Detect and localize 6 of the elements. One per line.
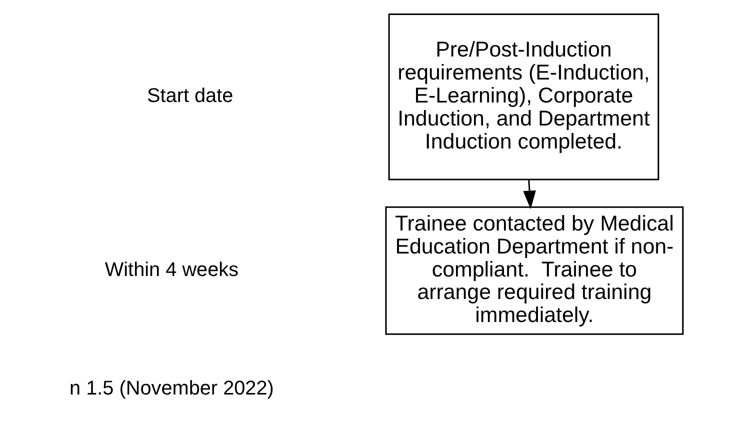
node-box: Pre/Post-Induction requirements (E-Induction, E-Learning), Corporate Induction, and Department Induction completed.: [388, 14, 660, 180]
node-box: Trainee contacted by Medical Education Department if non-compliant. Trainee to arrange required training immediately.: [385, 206, 684, 335]
arrow: [523, 180, 536, 210]
label: Start date: [147, 85, 234, 108]
label: Within 4 weeks: [104, 258, 239, 281]
label: n 1.5 (November 2022): [70, 377, 274, 400]
